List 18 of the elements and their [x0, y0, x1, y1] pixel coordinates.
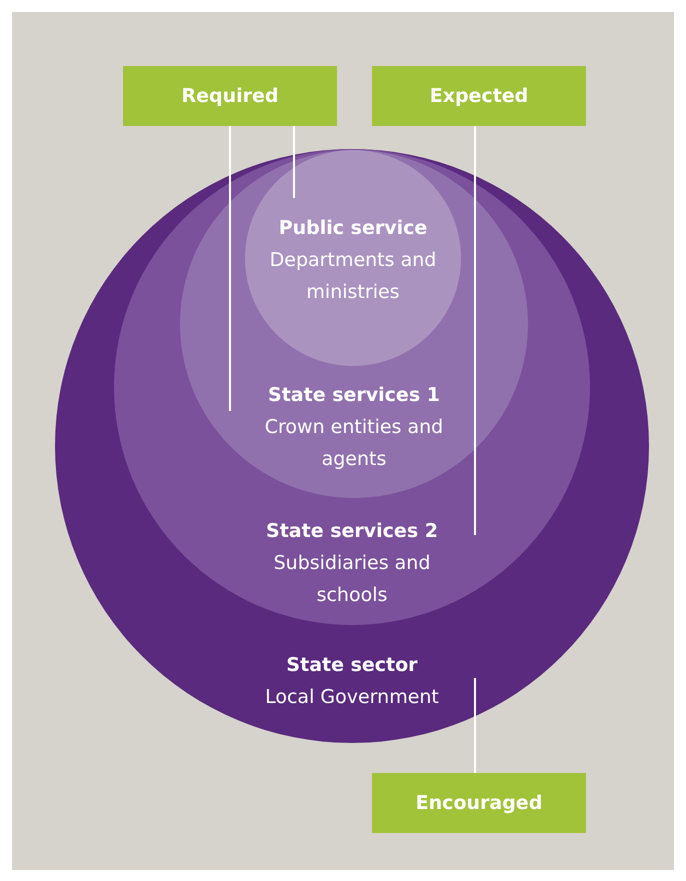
label-box	[372, 773, 586, 833]
description: Subsidiaries and schools	[272, 551, 432, 608]
label-box	[123, 66, 337, 126]
leader-line	[474, 678, 476, 773]
heading: State sector	[286, 653, 418, 678]
heading: State services 1	[268, 383, 440, 408]
description: Crown entities and agents	[264, 415, 444, 472]
label: Required	[181, 85, 278, 107]
description: Local Government	[265, 685, 439, 710]
heading: Public service	[278, 216, 428, 241]
heading: State services 2	[266, 519, 438, 544]
label: Expected	[430, 85, 528, 107]
leader-line	[474, 126, 476, 535]
leader-line	[229, 126, 231, 411]
leader-line	[293, 126, 295, 198]
label: Encouraged	[416, 792, 542, 814]
label-box	[372, 66, 586, 126]
description: Departments and ministries	[268, 248, 438, 305]
